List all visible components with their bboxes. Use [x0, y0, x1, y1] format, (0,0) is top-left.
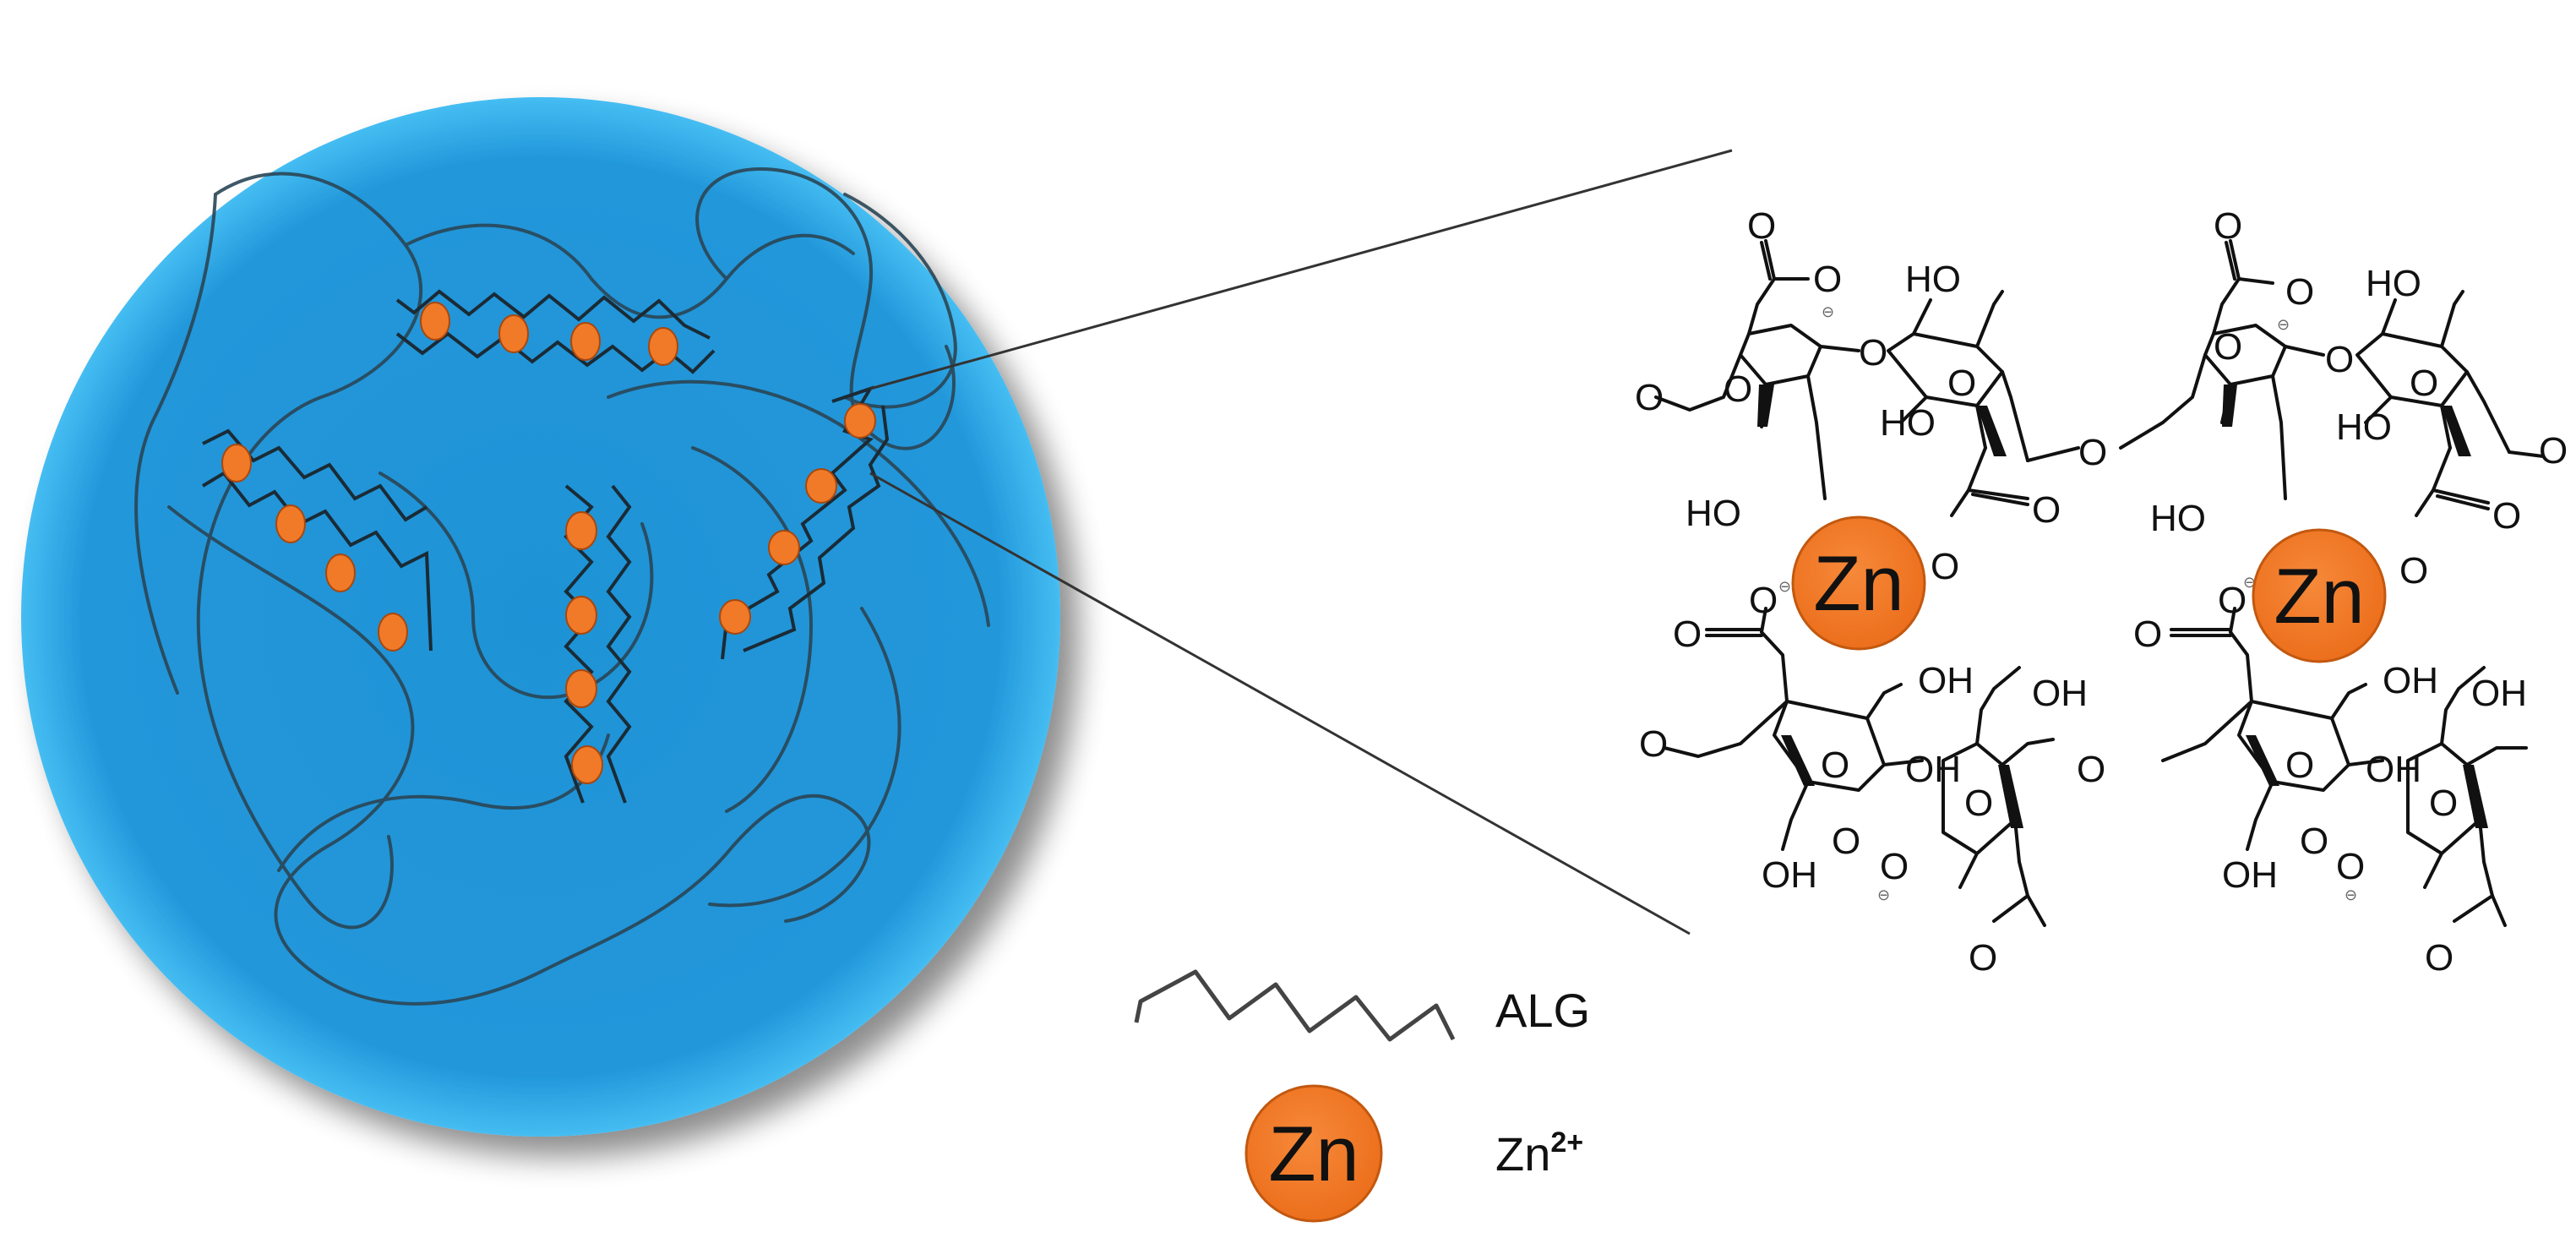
bead-sphere: [21, 97, 1060, 1137]
label-carboxylate-o: O: [1880, 846, 1909, 887]
zn-legend-icon-text: Zn: [1268, 1111, 1359, 1197]
label-carboxylate-o: O: [2399, 550, 2428, 592]
unit-bottom-left: [1663, 607, 2055, 927]
label-glycosidic-o: O: [2300, 821, 2328, 862]
label-hydroxyl: HO: [1880, 402, 1936, 444]
svg-text:⊖: ⊖: [1877, 886, 1890, 904]
label-ring-o: O: [1947, 363, 1976, 404]
label-carbonyl-o: O: [2133, 614, 2162, 655]
label-hydroxyl: HO: [1905, 259, 1961, 300]
alg-zigzag-icon: [1134, 969, 1456, 1042]
label-hydroxyl: OH: [2383, 660, 2438, 701]
label-carbonyl-o: O: [1747, 205, 1776, 247]
label-hydroxyl: HO: [2336, 406, 2392, 448]
svg-text:⊖: ⊖: [1822, 303, 1834, 321]
legend-zn: Zn Zn2+: [1244, 1084, 1583, 1223]
label-carbonyl-o: O: [1673, 614, 1702, 655]
label-hydroxyl: OH: [2032, 673, 2088, 714]
label-ring-o: O: [2285, 744, 2314, 786]
unit-top-left: [1654, 239, 2080, 517]
label-glycosidic-o: O: [2078, 432, 2107, 473]
label-glycosidic-o: O: [2077, 749, 2105, 790]
label-carboxylate-o: O: [2336, 846, 2365, 887]
label-carbonyl-o: O: [2032, 489, 2061, 531]
zn-legend-icon: [1244, 1084, 1383, 1223]
tangled-alginate-strands: [134, 167, 990, 1006]
label-carboxylate-o: O: [1813, 259, 1842, 300]
zinc-dots-right: [719, 403, 876, 635]
egg-box-junction-right: [719, 385, 890, 660]
label-ring-o: O: [2429, 783, 2458, 824]
zn-ion-right: Zn: [2252, 528, 2387, 663]
label-carbonyl-o: O: [2492, 495, 2521, 537]
label-hydroxyl: OH: [2366, 749, 2421, 790]
label-ring-o: O: [1821, 744, 1849, 786]
zinc-dots-center: [565, 511, 603, 784]
legend-alg: ALG: [1134, 969, 1590, 1042]
label-ring-o: O: [2214, 326, 2242, 368]
zoom-lines: [869, 149, 1733, 935]
svg-text:⊖: ⊖: [2277, 316, 2290, 334]
egg-box-junction-top: [395, 289, 716, 374]
label-carboxylate-o: O: [2285, 271, 2314, 313]
legend: ALG Zn Zn2+: [1134, 969, 1590, 1223]
legend-alg-label: ALG: [1495, 984, 1590, 1037]
structure-labels: O O ⊖ O O O HO HO HO O O O O O O ⊖ O O H…: [1635, 205, 2568, 979]
label-methoxy-o: O: [1635, 377, 1664, 418]
hydrogel-bead: [21, 97, 1060, 1137]
egg-box-junction-left: [201, 428, 433, 652]
label-glycosidic-o: O: [1832, 821, 1860, 862]
label-carbonyl-o: O: [1969, 937, 1997, 979]
label-carboxylate-o: O: [2218, 580, 2247, 621]
label-hydroxyl: OH: [1762, 854, 1817, 896]
label-hydroxyl: HO: [2366, 263, 2421, 304]
label-hydroxyl: HO: [1686, 493, 1741, 534]
label-glycosidic-o: O: [2539, 430, 2568, 472]
label-hydroxyl: OH: [2222, 854, 2278, 896]
unit-top-right: [2119, 239, 2545, 517]
label-hydroxyl: OH: [2471, 673, 2527, 714]
zn-ion-label: Zn: [1813, 541, 1903, 627]
zn-ion-left: Zn: [1791, 515, 1926, 651]
label-carboxylate-o: O: [1749, 580, 1778, 621]
zn-ion-label: Zn: [2274, 554, 2364, 640]
label-ring-o: O: [1724, 368, 1752, 410]
zinc-dots-left: [221, 444, 408, 652]
svg-text:⊖: ⊖: [1778, 578, 1791, 596]
label-methoxy-o: O: [1639, 723, 1668, 765]
label-carboxylate-o: O: [1931, 546, 1959, 587]
label-glycosidic-o: O: [1859, 332, 1887, 374]
egg-box-junction-center: [564, 484, 632, 804]
svg-text:⊖: ⊖: [2345, 886, 2357, 904]
label-carbonyl-o: O: [2214, 205, 2242, 247]
label-hydroxyl: OH: [1918, 660, 1974, 701]
label-ring-o: O: [1964, 783, 1993, 824]
wedge-bonds: [1757, 384, 2488, 828]
zinc-dots-top: [420, 302, 678, 366]
label-carbonyl-o: O: [2425, 937, 2453, 979]
label-glycosidic-o: O: [2325, 339, 2354, 380]
label-hydroxyl: HO: [2150, 498, 2206, 539]
label-hydroxyl: OH: [1905, 749, 1961, 790]
label-ring-o: O: [2410, 363, 2438, 404]
legend-zn-label: Zn2+: [1495, 1126, 1583, 1181]
